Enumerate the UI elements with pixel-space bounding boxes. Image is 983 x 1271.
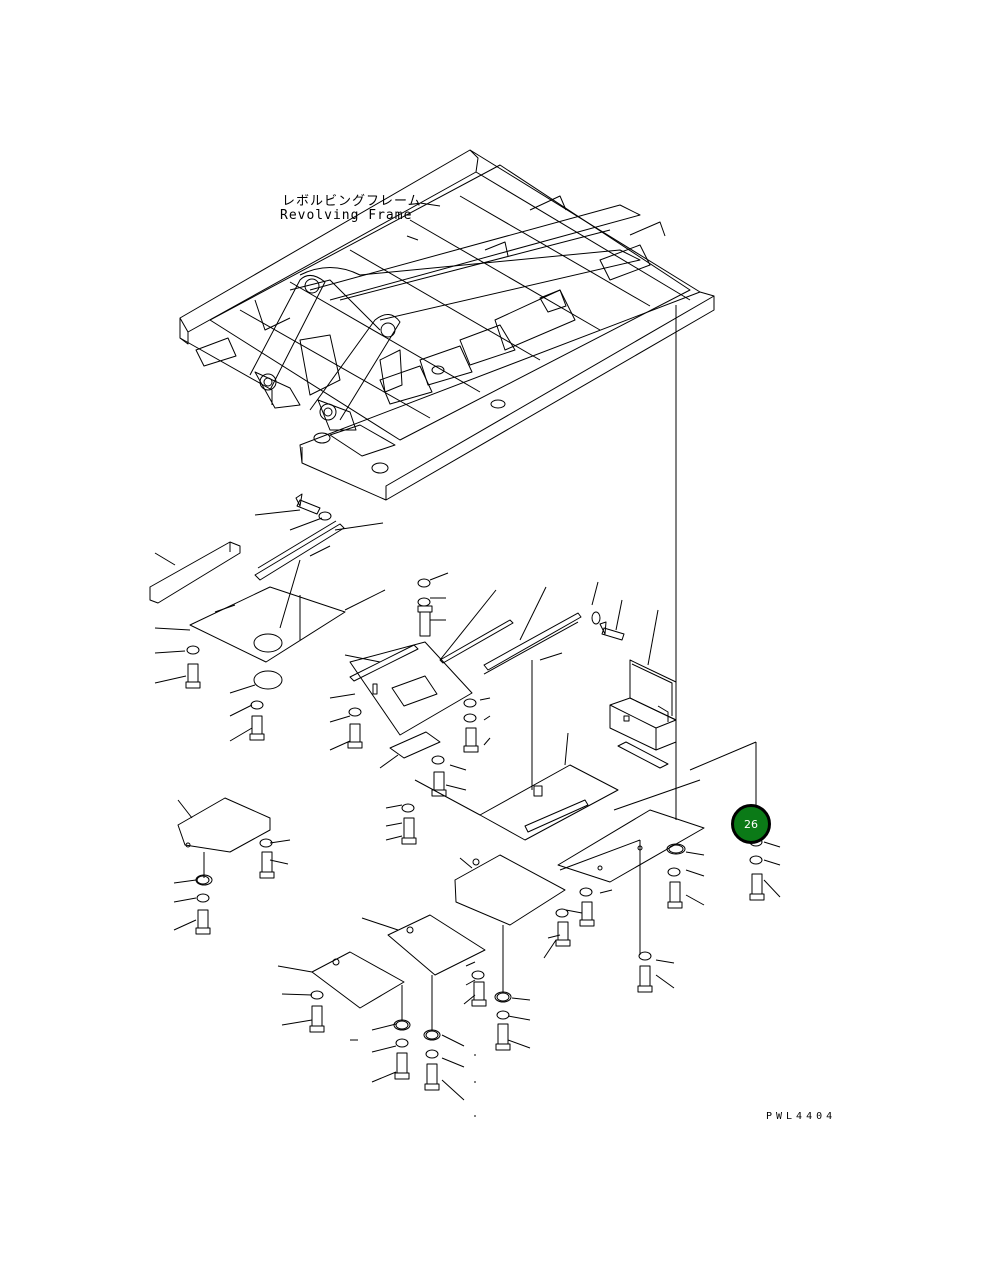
- frame-name-english: Revolving Frame: [280, 208, 413, 223]
- bolt-icon: [185, 493, 765, 1091]
- drawing-code: PWL4404: [766, 1111, 837, 1122]
- frame-name-japanese: レボルビングフレーム: [282, 194, 422, 209]
- part-callout-26[interactable]: 26: [731, 804, 771, 844]
- undercover-plate-d: [557, 809, 705, 883]
- undercover-plate-b: [349, 641, 473, 736]
- fasteners: [185, 493, 765, 1091]
- leader-lines: [154, 509, 781, 1117]
- undercover-plate-e: [177, 797, 271, 853]
- undercover-plate-a: [189, 586, 346, 663]
- undercover-plate-f: [454, 854, 566, 926]
- tool-box: [609, 659, 677, 769]
- undercover-plate-g: [387, 914, 486, 976]
- undercover-plate-h: [311, 951, 405, 1009]
- washer-icon: [186, 511, 763, 1059]
- cover-plates: [149, 520, 705, 1030]
- undercover-plate-c: [479, 764, 619, 841]
- revolving-frame-drawing: [179, 149, 715, 820]
